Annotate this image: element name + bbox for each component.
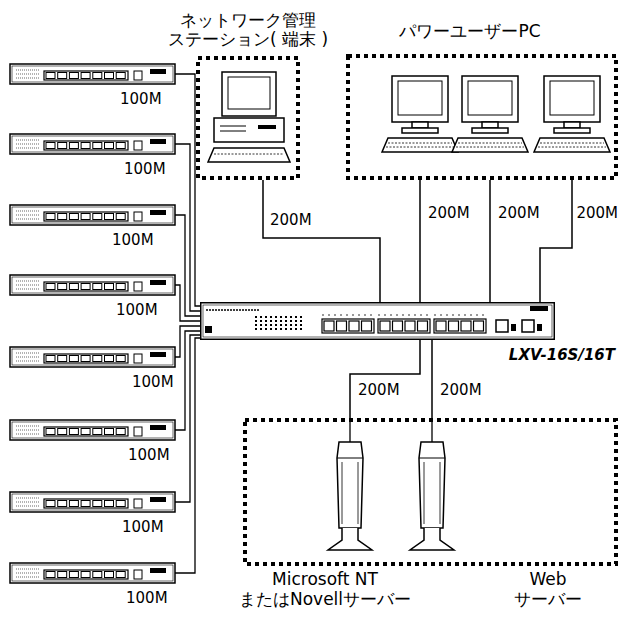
main-switch: LXV-16S/16T xyxy=(200,302,555,340)
power-user-group: パワーユーザーPC xyxy=(346,54,618,180)
speed-label: 100M xyxy=(118,91,164,108)
hub-icon xyxy=(10,347,175,367)
speed-label: 100M xyxy=(120,519,166,536)
node-illustration xyxy=(196,56,300,180)
hub-icon xyxy=(10,134,175,154)
speed-label: 100M xyxy=(122,161,168,178)
speed-label: 100M xyxy=(114,302,160,319)
management-station-group: ネットワーク管理 ステーション( 端末 ) xyxy=(196,56,300,180)
node-illustration xyxy=(243,418,618,566)
speed-label: 100M xyxy=(130,374,176,391)
hub-icon xyxy=(10,275,175,295)
model-label: LXV-16S/16T xyxy=(509,346,615,364)
link-line xyxy=(540,180,572,302)
speed-label: 100M xyxy=(124,590,170,607)
node-illustration xyxy=(346,54,618,180)
server-label: Microsoft NT またはNovellサーバー xyxy=(225,570,425,609)
group-heading: ネットワーク管理 ステーション( 端末 ) xyxy=(158,11,338,50)
cable-line xyxy=(175,331,200,430)
hub-icon xyxy=(10,563,175,583)
server-label: Web サーバー xyxy=(498,570,598,609)
link-line xyxy=(350,340,420,418)
cable-line xyxy=(175,338,200,573)
speed-label: 200M xyxy=(268,212,314,229)
speed-label: 200M xyxy=(438,382,484,399)
hub-icon xyxy=(10,492,175,512)
link-line xyxy=(419,180,421,302)
speed-label: 200M xyxy=(574,205,620,222)
hub-icon xyxy=(10,64,175,84)
hub-icon xyxy=(10,420,175,440)
cable-line xyxy=(175,215,200,316)
server-group: Microsoft NT またはNovellサーバーWeb サーバー xyxy=(243,418,618,566)
hub-icon xyxy=(10,205,175,225)
cable-line xyxy=(175,285,200,321)
link-line xyxy=(489,180,491,302)
speed-label: 200M xyxy=(426,205,472,222)
cable-line xyxy=(175,74,200,306)
cable-line xyxy=(175,335,200,502)
group-heading: パワーユーザーPC xyxy=(399,22,540,42)
node-illustration xyxy=(200,302,555,340)
speed-label: 100M xyxy=(126,447,172,464)
link-line xyxy=(431,340,433,418)
speed-label: 200M xyxy=(496,205,542,222)
speed-label: 200M xyxy=(356,382,402,399)
speed-label: 100M xyxy=(110,232,156,249)
link-line xyxy=(263,180,380,302)
